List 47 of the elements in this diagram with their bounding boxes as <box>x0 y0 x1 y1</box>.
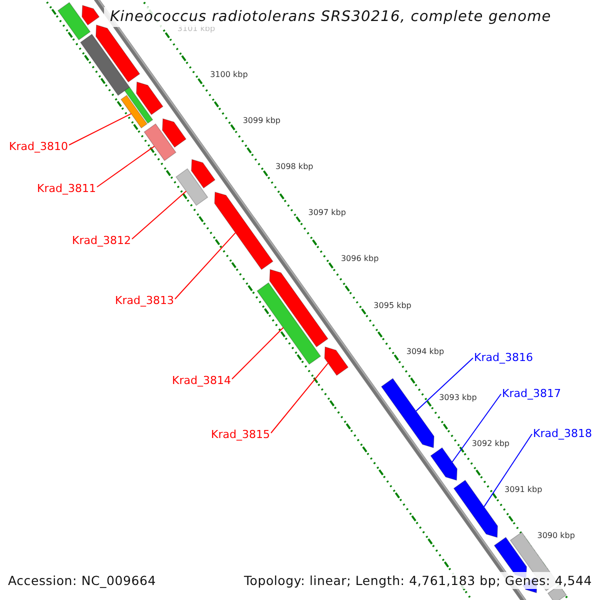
gene-feature <box>430 447 458 481</box>
leader-line <box>452 394 502 462</box>
leader-line <box>270 362 328 434</box>
gene-bar <box>256 282 322 365</box>
gene-feature <box>324 346 349 376</box>
gene-feature <box>380 378 434 448</box>
scale-label: 3092 kbp <box>472 438 510 449</box>
gene-bar <box>176 168 208 206</box>
scale-label: 3090 kbp <box>537 530 575 541</box>
gene-label: Krad_3810 <box>9 140 68 152</box>
scale-label: 3098 kbp <box>276 162 314 172</box>
scale-label: 3094 kbp <box>406 346 444 357</box>
gene-label: Krad_3811 <box>37 182 96 194</box>
gene-label: Krad_3814 <box>172 374 231 386</box>
leader-line <box>484 434 532 508</box>
leader-line <box>232 327 284 380</box>
gene-label: Krad_3817 <box>502 386 561 400</box>
gene-label: Krad_3813 <box>115 294 174 306</box>
gene-bar <box>80 34 130 96</box>
gene-label: Krad_3815 <box>211 428 270 440</box>
scale-label: 3097 kbp <box>308 208 346 218</box>
gene-bar <box>57 2 91 40</box>
leader-line <box>132 190 187 240</box>
scale-label: 3100 kbp <box>210 70 248 80</box>
gene-bar <box>120 94 148 128</box>
scale-label: 3095 kbp <box>374 300 412 310</box>
gene-feature <box>214 192 274 270</box>
leader-line <box>96 146 155 188</box>
gene-feature <box>453 480 498 538</box>
leader-line <box>416 358 474 412</box>
gene-feature <box>136 82 164 116</box>
scale-label: 3096 kbp <box>340 254 379 264</box>
leader-line <box>174 232 236 300</box>
scale-label: 3101 kbp <box>177 24 216 34</box>
gene-bar <box>124 86 154 124</box>
scale-label: 3099 kbp <box>242 116 281 126</box>
gene-feature <box>96 24 140 82</box>
gene-label: Krad_3812 <box>72 234 131 246</box>
scale-label: 3093 kbp <box>439 392 477 403</box>
gene-bar <box>144 123 176 162</box>
gene-feature <box>162 118 186 148</box>
gene-label: Krad_3816 <box>474 350 533 364</box>
gene-feature <box>82 4 100 26</box>
scale-label: 3091 kbp <box>504 484 542 495</box>
gene-feature <box>191 159 216 188</box>
gene-label: Krad_3818 <box>533 426 592 440</box>
gene-feature <box>269 269 328 348</box>
